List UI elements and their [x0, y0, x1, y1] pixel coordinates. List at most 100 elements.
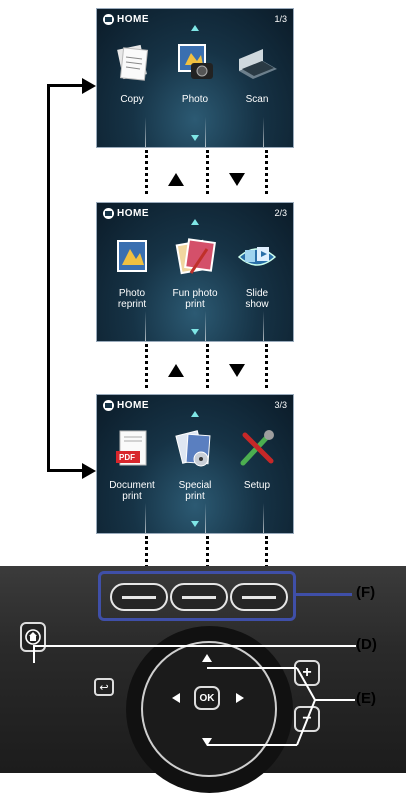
down-arrow-icon: [229, 364, 245, 377]
callout-line-d-drop: [33, 645, 35, 663]
callout-e-label: (E): [356, 690, 376, 707]
callout-f-label: (F): [356, 584, 376, 601]
dotted-connector: [206, 344, 209, 388]
screen-title: HOME: [117, 208, 149, 219]
menu-item-copy[interactable]: Copy: [102, 41, 162, 105]
home-icon: [103, 14, 114, 25]
light-line: [263, 311, 264, 341]
right-button-icon[interactable]: [236, 693, 244, 703]
document-print-icon: PDF: [116, 430, 147, 466]
scroll-up-icon: [191, 411, 199, 417]
home-icon: [103, 400, 114, 411]
home-icon: [25, 629, 41, 645]
callout-d-label: (D): [356, 636, 377, 653]
menu-item-setup[interactable]: Setup: [227, 427, 287, 491]
light-line: [263, 117, 264, 147]
page-indicator: 2/3: [274, 208, 287, 218]
page-indicator: 1/3: [274, 14, 287, 24]
slide-show-icon: [237, 247, 277, 266]
light-line: [263, 503, 264, 533]
scroll-up-icon: [191, 25, 199, 31]
label-line-2: reprint: [117, 299, 147, 310]
loop-bracket-line: [47, 84, 50, 472]
label-line-2: print: [122, 491, 142, 502]
fun-photo-print-icon: [175, 238, 216, 275]
dotted-connector: [145, 536, 148, 568]
down-button-icon[interactable]: [202, 738, 212, 746]
light-line: [145, 117, 146, 147]
menu-item-label: Copy: [120, 94, 144, 105]
arrow-to-screen-1-icon: [82, 78, 96, 94]
up-arrow-icon: [168, 364, 184, 377]
menu-item-photo[interactable]: Photo: [165, 41, 225, 105]
page-indicator: 3/3: [274, 400, 287, 410]
copy-icon: [117, 44, 149, 81]
left-button-icon[interactable]: [172, 693, 180, 703]
label-line-1: Fun photo: [172, 288, 218, 299]
scroll-down-icon: [191, 135, 199, 141]
dotted-connector: [265, 150, 268, 194]
dotted-connector: [145, 344, 148, 388]
scroll-down-icon: [191, 521, 199, 527]
home-icon: [103, 208, 114, 219]
dotted-connector: [265, 344, 268, 388]
scroll-down-icon: [191, 329, 199, 335]
screen-header: HOME: [103, 14, 149, 25]
back-button[interactable]: ↩: [94, 678, 114, 696]
home-screen-page-1: HOME 1/3 Copy Photo Scan: [96, 8, 294, 148]
callout-line-d: [34, 645, 356, 647]
screen-title: HOME: [117, 14, 149, 25]
light-line: [205, 503, 206, 533]
label-line-1: Document: [109, 480, 155, 491]
photo-icon: [178, 44, 213, 79]
callout-line-f: [296, 593, 352, 596]
dotted-connector: [206, 150, 209, 194]
bracket-bottom-arm: [47, 469, 84, 472]
menu-item-label: Photo: [181, 94, 209, 105]
light-line: [145, 311, 146, 341]
up-button-icon[interactable]: [202, 654, 212, 662]
label-line-2: show: [245, 299, 269, 310]
setup-icon: [240, 430, 274, 466]
down-arrow-icon: [229, 173, 245, 186]
screen-header: HOME: [103, 208, 149, 219]
function-buttons-highlight: [98, 571, 296, 621]
menu-item-label: Setup: [243, 480, 271, 491]
dotted-connector: [265, 536, 268, 568]
up-arrow-icon: [168, 173, 184, 186]
dotted-connector: [206, 536, 209, 568]
scan-icon: [239, 49, 277, 79]
light-line: [205, 117, 206, 147]
svg-text:PDF: PDF: [119, 453, 135, 462]
label-line-1: Photo: [118, 288, 146, 299]
label-line-1: Special: [178, 480, 212, 491]
light-line: [145, 503, 146, 533]
function-button-left[interactable]: [110, 583, 168, 611]
arrow-to-screen-3-icon: [82, 463, 96, 479]
bracket-top-arm: [47, 84, 84, 87]
label-line-1: Slide: [245, 288, 269, 299]
callout-lines-e: [207, 667, 355, 746]
function-button-right[interactable]: [230, 583, 288, 611]
special-print-icon: [175, 430, 211, 467]
light-line: [205, 311, 206, 341]
menu-item-scan[interactable]: Scan: [227, 41, 287, 105]
menu-item-label: Scan: [245, 94, 269, 105]
screen-title: HOME: [117, 400, 149, 411]
photo-reprint-icon: [117, 240, 147, 272]
function-button-center[interactable]: [170, 583, 228, 611]
plus-button[interactable]: +: [294, 660, 320, 686]
ok-button[interactable]: OK: [194, 686, 220, 710]
